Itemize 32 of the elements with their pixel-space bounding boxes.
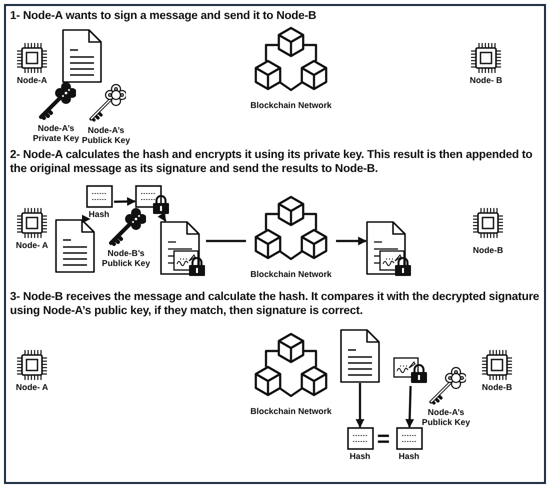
step-heading: 1- Node-A wants to sign a message and send it to Node-B — [10, 9, 318, 23]
node-label: Node- A — [14, 240, 50, 250]
document-icon — [62, 29, 102, 83]
node-label: Hash — [348, 451, 372, 461]
equals-sign: = — [377, 429, 390, 449]
signed-document-icon — [160, 221, 206, 277]
node-label: Node-A’s Private Key — [32, 123, 80, 143]
node-label: Hash — [398, 451, 420, 461]
locked-hash-icon — [135, 185, 171, 217]
node-label: Blockchain Network — [249, 100, 333, 110]
node-label: Node- B — [468, 75, 504, 85]
node-label: Blockchain Network — [249, 269, 333, 279]
node-label: Blockchain Network — [249, 406, 333, 416]
node-label: Node-A’s Publick Key — [80, 125, 132, 145]
node-label: Node- A — [14, 382, 50, 392]
arrow — [336, 236, 367, 246]
node-label: Hash — [88, 209, 110, 219]
document-icon — [55, 219, 95, 273]
document-icon — [340, 329, 380, 383]
arrow — [114, 197, 136, 206]
step-heading: 3- Node-B receives the message and calculate the hash. It compares it with the decrypted signature using Node-A’s public key, if they match, then signature is correct. — [10, 290, 540, 318]
node-label: Node-A’s Publick Key — [420, 407, 472, 427]
node-label: Node-B’s Publick Key — [100, 248, 152, 268]
signed-document-icon — [366, 221, 412, 277]
arrow — [82, 214, 91, 223]
step-heading: 2- Node-A calculates the hash and encrypts it using its private key. This result is then appended to the original message as its signature and send the results to Node-B. — [10, 148, 534, 176]
node-label: Node-B — [472, 245, 504, 255]
node-label: Node-B — [480, 382, 514, 392]
arrow — [405, 386, 414, 428]
arrow — [158, 212, 166, 222]
node-label: Node-A — [16, 75, 48, 85]
arrow — [356, 383, 364, 428]
